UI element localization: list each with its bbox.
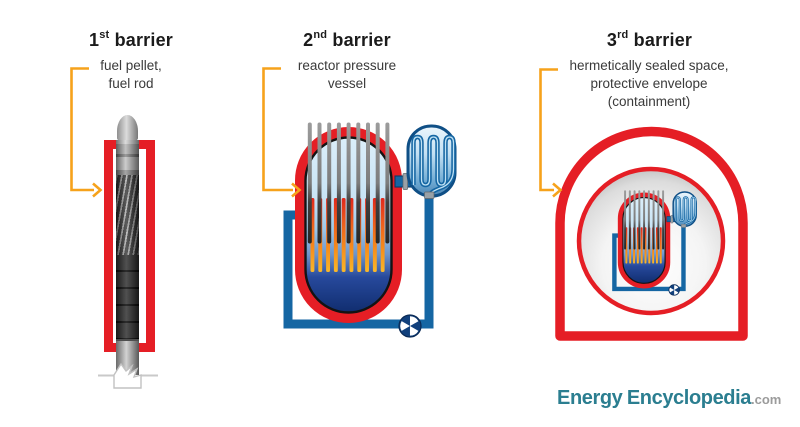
arrowhead-icon — [291, 182, 302, 198]
barrier-3-ordinal: 3 — [606, 30, 618, 50]
primary-circuit-pipe — [283, 196, 434, 329]
arrowhead-icon — [552, 182, 563, 198]
control-rod — [643, 190, 646, 250]
control-rod — [366, 122, 370, 244]
fuel-rod-top-plug — [116, 140, 139, 175]
fuel-rod — [333, 198, 338, 272]
control-rod — [327, 122, 332, 244]
fuel-pellet-stack — [116, 255, 139, 339]
containment-diagram — [555, 126, 748, 341]
control-rod — [647, 190, 650, 250]
fuel-rod — [380, 198, 385, 272]
barrier-1-ordinal: 1 — [88, 30, 100, 50]
control-rod — [356, 122, 361, 244]
control-rod — [657, 190, 660, 250]
logo-domain-suffix: .com — [751, 392, 782, 407]
pointer-arrow-2 — [262, 67, 302, 198]
logo-text-secondary: Encyclopedia — [626, 387, 752, 409]
fuel-rod — [341, 198, 346, 272]
barrier-2-label: reactor pressure vessel — [297, 58, 397, 91]
arrowhead-icon — [92, 182, 103, 198]
control-rod — [375, 122, 380, 244]
barrier-3-heading: 3rd barrier — [606, 29, 693, 50]
control-rod — [346, 122, 351, 244]
control-rod — [317, 122, 322, 244]
fuel-rod-spring — [116, 175, 139, 255]
logo-text-primary: Energy — [557, 387, 623, 409]
control-rod — [624, 190, 627, 250]
control-rod — [633, 190, 636, 250]
control-rod — [652, 190, 655, 250]
barrier-2-heading: 2nd barrier — [303, 29, 391, 50]
primary-circuit-pipe — [612, 226, 686, 292]
barrier-3-label: hermetically sealed space, protective en… — [569, 58, 729, 109]
break-line-icon — [98, 362, 158, 389]
fuel-rod — [640, 227, 643, 264]
fuel-rod-tip — [117, 115, 138, 141]
barrier-1-label: fuel pellet, fuel rod — [100, 58, 162, 91]
barrier-1-heading: 1st barrier — [88, 29, 174, 50]
control-rod — [336, 122, 341, 244]
energy-encyclopedia-logo[interactable]: Energy Encyclopedia.com — [557, 387, 781, 410]
barrier-2-ordinal: 2 — [303, 30, 314, 50]
fuel-rod — [636, 227, 639, 264]
pointer-arrow-1 — [70, 67, 103, 198]
fuel-rod-diagram — [95, 113, 161, 390]
fuel-rod — [659, 227, 662, 264]
control-rod — [638, 190, 641, 250]
control-rod — [385, 122, 390, 244]
reactor-unit-mini — [612, 190, 697, 296]
pointer-arrow-3 — [539, 68, 563, 198]
reactor-unit — [283, 122, 457, 338]
reactor-circuit-diagram — [283, 122, 457, 338]
control-rod — [662, 190, 665, 250]
control-rod — [628, 190, 631, 250]
control-rod — [307, 122, 312, 244]
